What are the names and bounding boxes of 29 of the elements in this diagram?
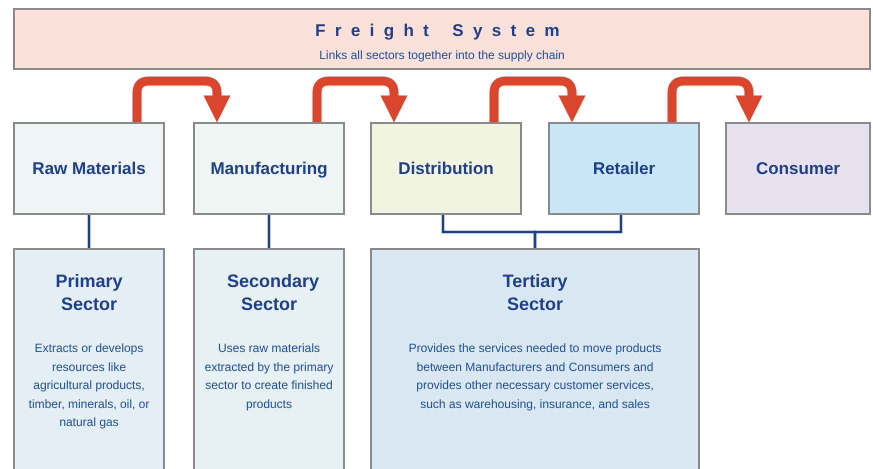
curved-arrow (668, 76, 762, 122)
stage-box (193, 122, 345, 215)
stage-box (370, 122, 522, 215)
node-heading: Consumer (754, 158, 842, 180)
curved-arrow (490, 76, 586, 122)
node-heading: Distribution (397, 158, 495, 180)
freight-band (13, 8, 871, 70)
node-heading: Manufacturing (209, 158, 329, 180)
node-heading: Secondary Sector (226, 270, 319, 315)
stage-box (548, 122, 700, 215)
stage-box (13, 122, 165, 215)
curved-arrow (312, 76, 408, 122)
node-heading: Primary Sector (54, 270, 124, 315)
sector-box (193, 248, 345, 469)
description-text: Extracts or develops resources like agricultural products, timber, minerals, oil, or natural gas (28, 340, 150, 432)
node-heading: Raw Materials (31, 158, 147, 180)
connector-line (268, 215, 270, 248)
stage-box (725, 122, 871, 215)
node-heading: Freight System (315, 20, 569, 42)
description-text: Links all sectors together into the supply chain (319, 46, 565, 64)
description-text: Uses raw materials extracted by the primary sector to create finished products (204, 340, 334, 413)
sector-box (13, 248, 165, 469)
connector-line (534, 215, 622, 248)
node-heading: Retailer (592, 158, 656, 180)
connector-line (88, 215, 90, 248)
sector-box (370, 248, 700, 469)
description-text: Provides the services needed to move products between Manufacturers and Consumers and provides other necessary customer services, such as warehousing, insurance, and sales (408, 340, 662, 413)
curved-arrow (132, 76, 230, 122)
node-heading: Tertiary Sector (502, 270, 568, 315)
